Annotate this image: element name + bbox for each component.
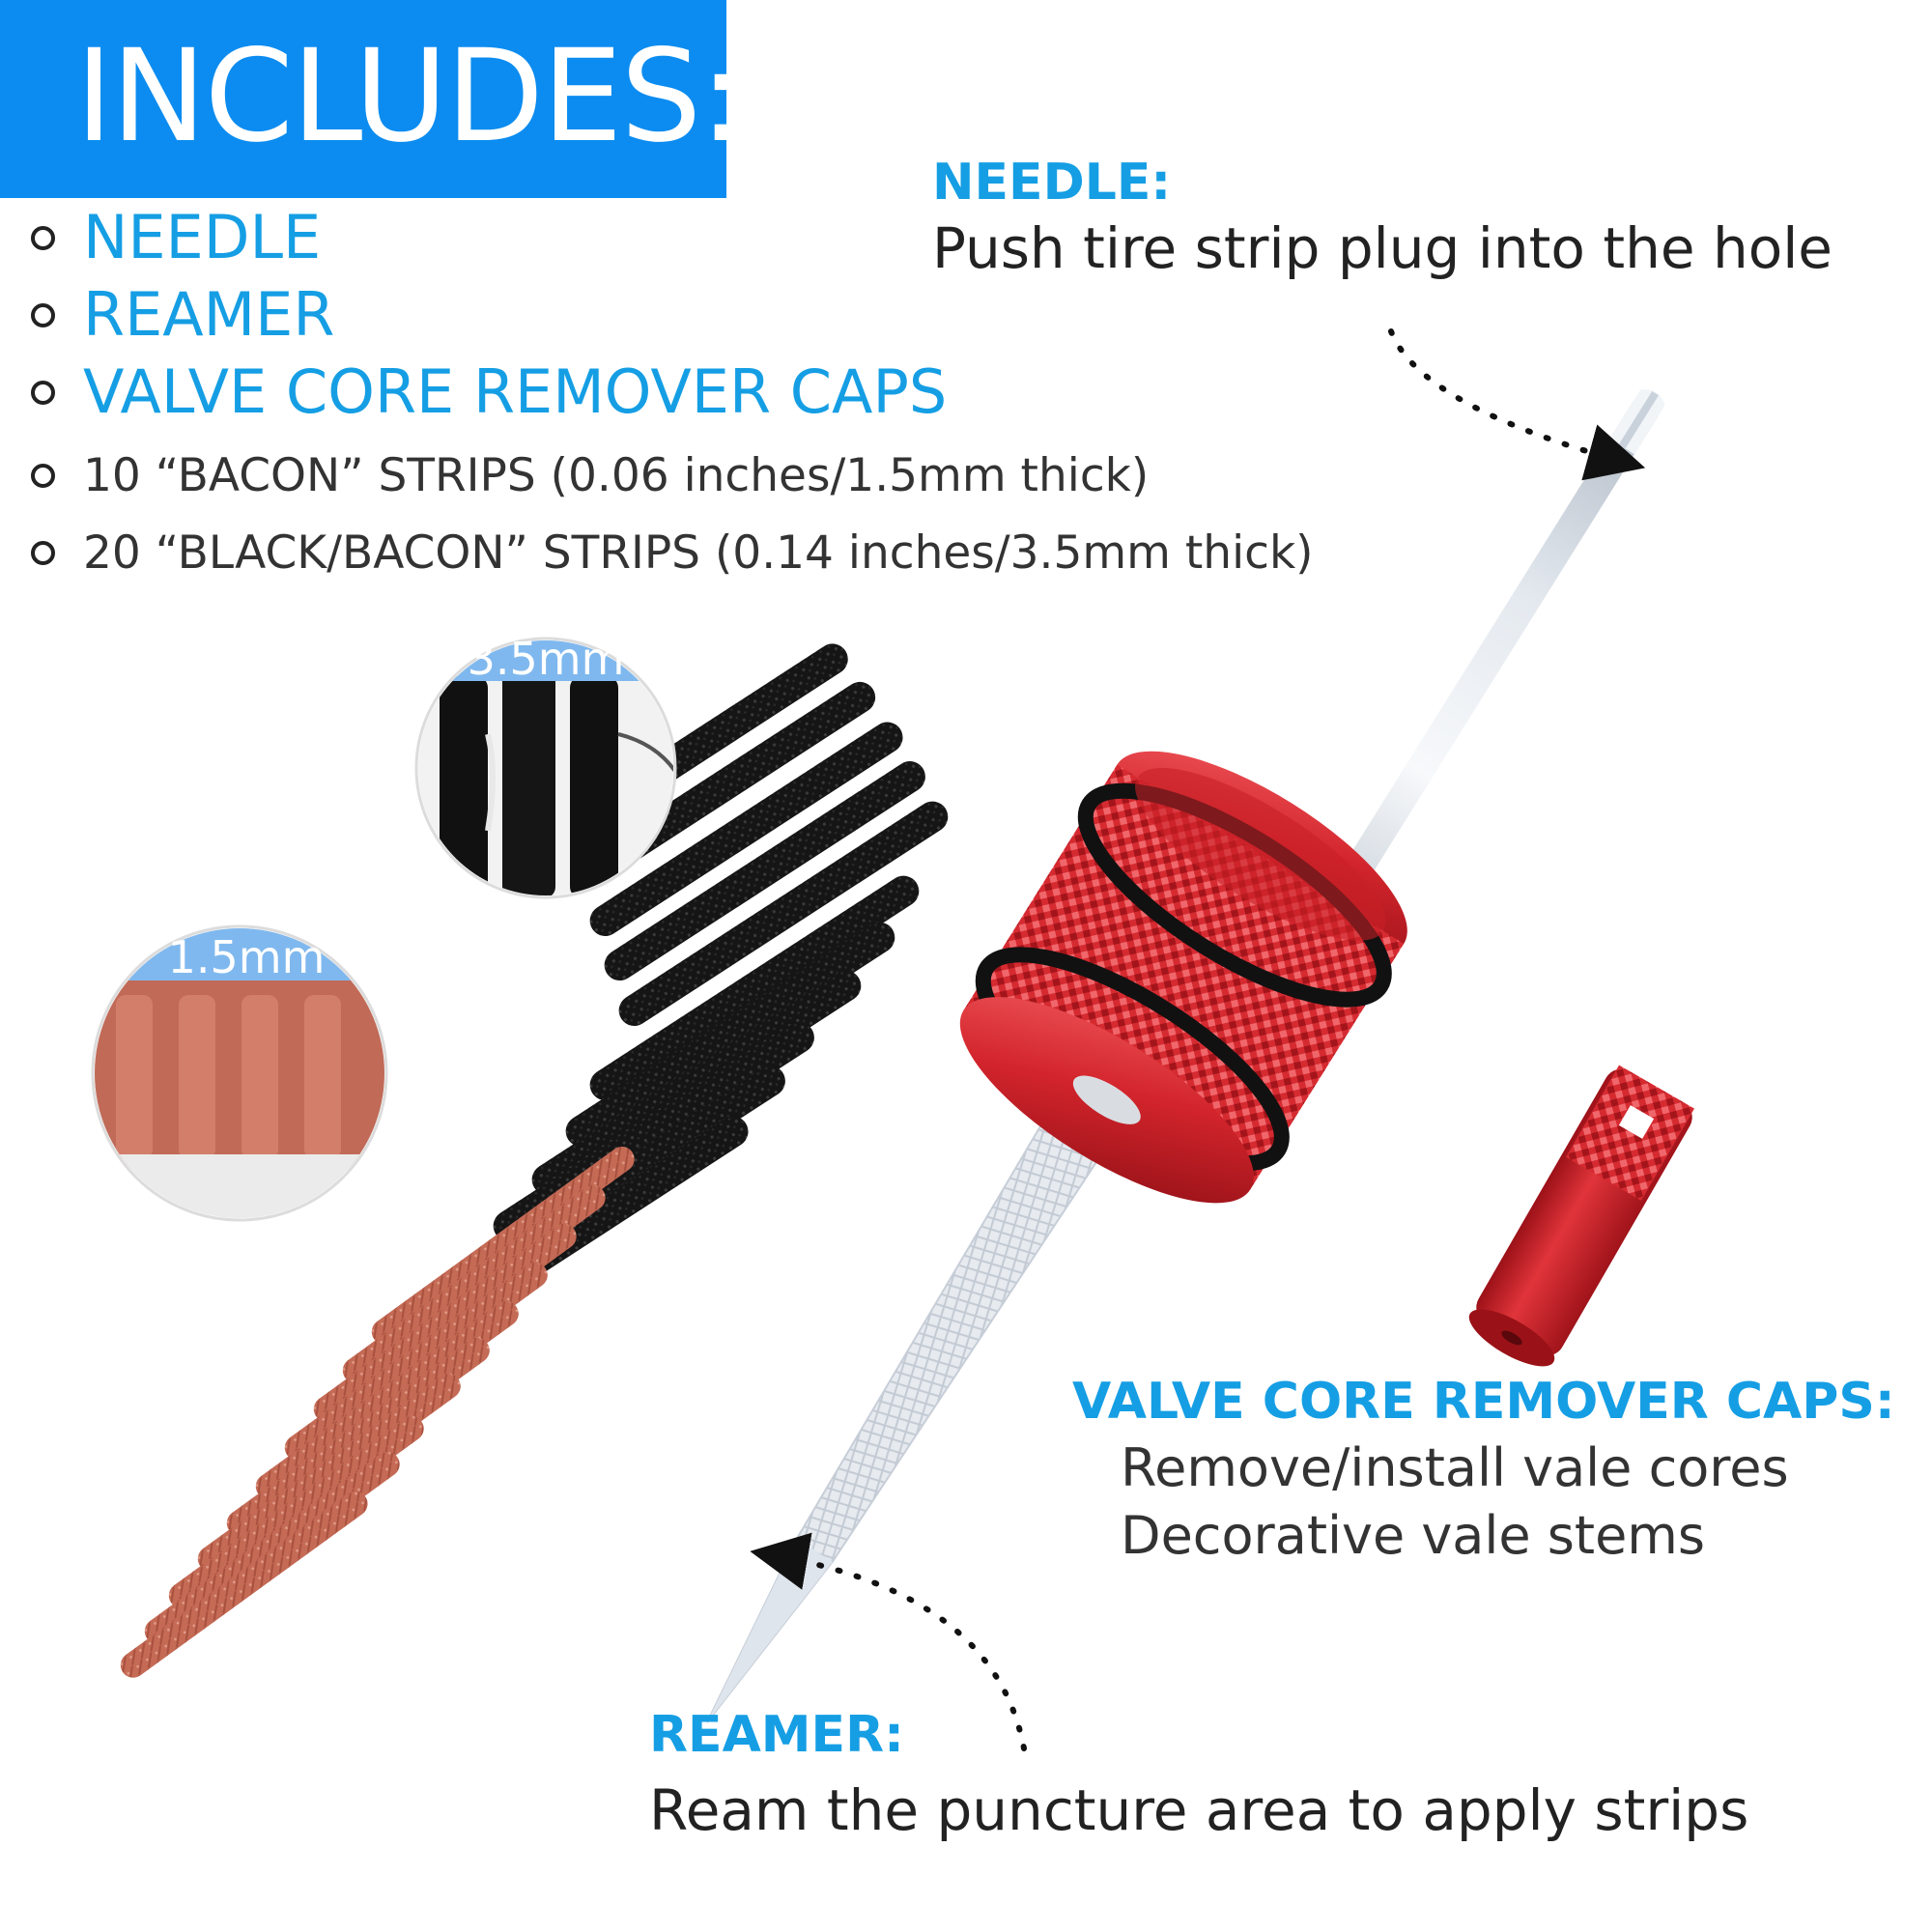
reamer-tool — [706, 1071, 1132, 1723]
list-item-label: 20 “BLACK/BACON” STRIPS (0.14 inches/3.5… — [83, 526, 1314, 580]
needle-arrow-icon — [1388, 328, 1646, 481]
header-banner — [0, 0, 726, 198]
brown-strips — [120, 1147, 635, 1678]
list-item-black-strips: 20 “BLACK/BACON” STRIPS (0.14 inches/3.5… — [31, 524, 1314, 582]
thin-size-label: 1.5mm — [168, 931, 326, 983]
list-item-label: 10 “BACON” STRIPS (0.06 inches/1.5mm thi… — [83, 448, 1150, 502]
bullet-icon — [31, 302, 55, 327]
list-item-label: VALVE CORE REMOVER CAPS — [83, 356, 948, 427]
page-title: INCLUDES: — [75, 22, 743, 171]
valve-caps-heading: VALVE CORE REMOVER CAPS: — [1072, 1373, 1895, 1431]
bullet-icon — [31, 225, 55, 250]
needle-description: Push tire strip plug into the hole — [932, 215, 1833, 281]
reamer-heading: REAMER: — [649, 1706, 904, 1764]
bullet-icon — [31, 540, 55, 565]
list-item-bacon-strips: 10 “BACON” STRIPS (0.06 inches/1.5mm thi… — [31, 446, 1149, 504]
list-item-label: REAMER — [83, 279, 335, 350]
thin-strip-callout: 1.5mm — [91, 924, 388, 1222]
list-item-reamer: REAMER — [31, 280, 334, 350]
bullet-icon — [31, 463, 55, 488]
list-item-valve-caps: VALVE CORE REMOVER CAPS — [31, 357, 947, 427]
reamer-arrow-icon — [750, 1532, 1027, 1751]
valve-caps-line-2: Decorative vale stems — [1121, 1505, 1706, 1566]
valve-core-cap — [1468, 1065, 1694, 1367]
list-item-needle: NEEDLE — [31, 203, 321, 272]
bullet-icon — [31, 380, 55, 405]
red-handle — [959, 751, 1407, 1204]
list-item-label: NEEDLE — [83, 202, 322, 272]
reamer-description: Ream the puncture area to apply strips — [649, 1777, 1749, 1843]
thick-strip-callout: 3.5mm — [414, 633, 677, 899]
valve-caps-line-1: Remove/install vale cores — [1121, 1437, 1789, 1498]
needle-heading: NEEDLE: — [932, 154, 1172, 212]
thick-size-label: 3.5mm — [468, 633, 625, 685]
